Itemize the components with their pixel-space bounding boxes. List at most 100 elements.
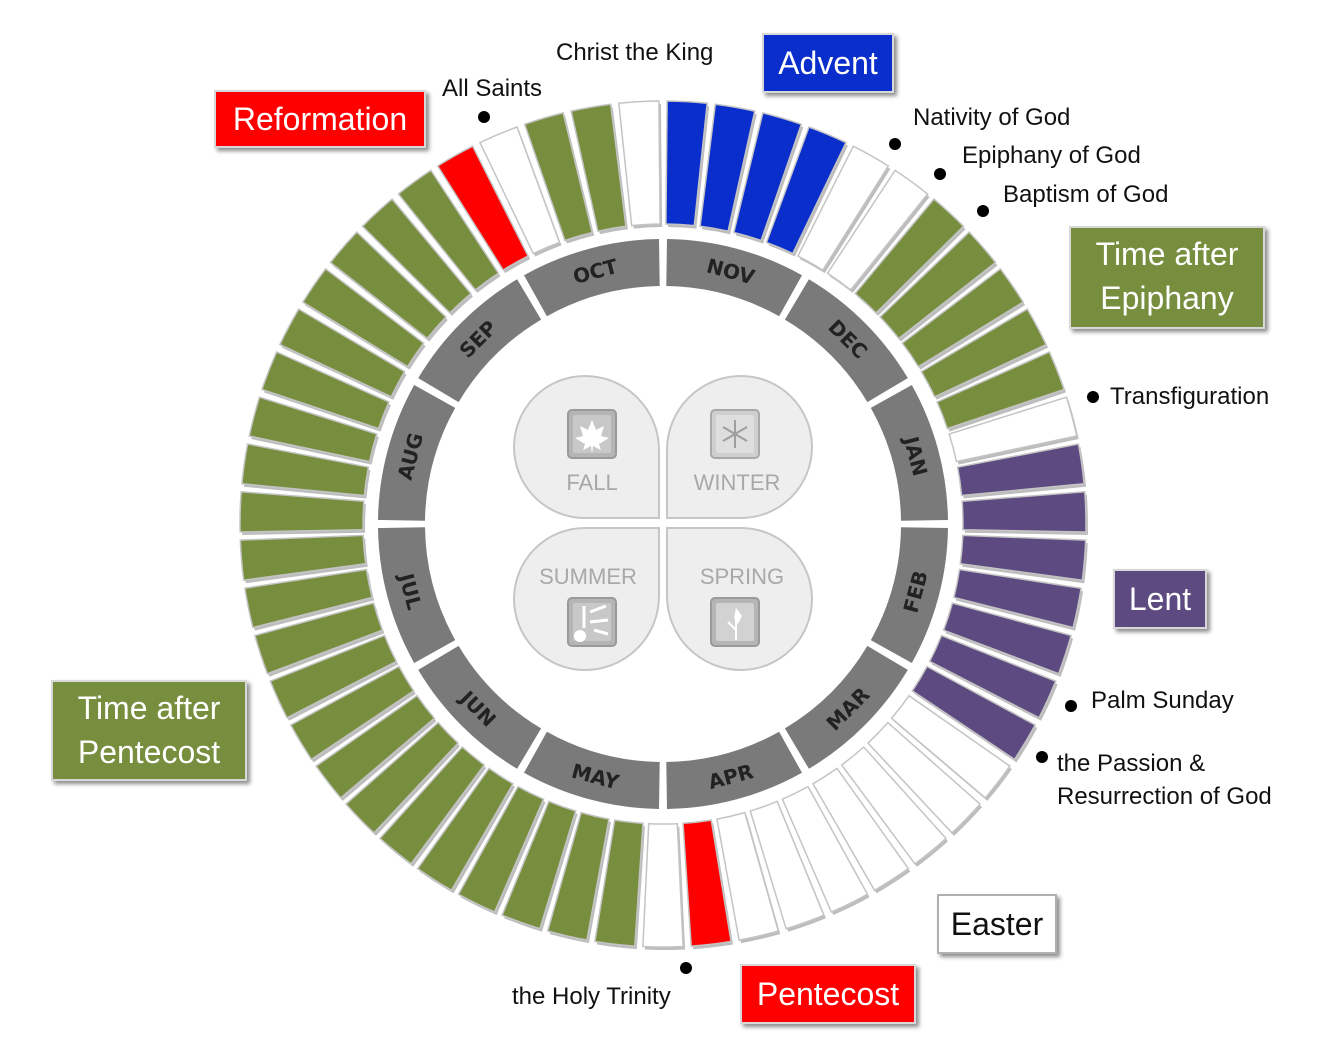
week-segments: [239, 100, 1088, 950]
snowflake-icon: [710, 409, 760, 459]
maple-leaf-icon: [567, 409, 617, 459]
season-fall: FALL: [566, 470, 617, 495]
week-segment-green: [879, 231, 997, 340]
week-segment-green: [570, 103, 627, 233]
season-spring: SPRING: [700, 564, 784, 589]
week-segment-purple: [959, 534, 1087, 582]
week-segment-white: [749, 800, 825, 930]
month-band-nov: [666, 239, 802, 317]
week-segment-green: [261, 351, 390, 430]
week-segment-green: [501, 800, 577, 930]
box-time-after-pentecost: Time after Pentecost: [51, 680, 247, 781]
week-segment-green: [239, 490, 365, 533]
holy-trinity-dot: [680, 962, 692, 974]
month-band-aug: [378, 385, 456, 521]
label-passion-line1: the Passion &: [1057, 750, 1206, 777]
week-segment-white: [716, 811, 780, 941]
week-segment-purple: [911, 665, 1037, 761]
flower-icon: [710, 597, 760, 647]
week-segment-white: [617, 100, 661, 227]
week-segment-red: [682, 819, 732, 947]
week-segment-green: [397, 169, 500, 291]
all-saints-dot: [478, 111, 490, 123]
week-segment-purple: [928, 634, 1057, 719]
month-band-oct: [524, 239, 660, 317]
week-segment-green: [361, 198, 472, 314]
month-band-may: [524, 731, 660, 809]
week-segment-green: [248, 396, 378, 463]
label-palm-sunday: Palm Sunday: [1091, 687, 1234, 714]
box-pentecost: Pentecost: [740, 964, 916, 1024]
month-band-dec: [784, 279, 908, 403]
week-segment-green: [239, 534, 367, 582]
box-advent: Advent: [762, 33, 894, 93]
week-segment-advent: [765, 126, 848, 255]
box-pentecost-time-line1: Time after: [77, 690, 221, 726]
week-segment-white: [796, 145, 890, 272]
transfiguration-dot: [1087, 391, 1099, 403]
month-band-jun: [418, 645, 542, 769]
box-advent-text: Advent: [778, 45, 878, 81]
week-segment-white: [890, 694, 1011, 799]
week-segment-advent: [732, 111, 803, 242]
label-holy-trinity: the Holy Trinity: [512, 983, 671, 1010]
month-band-jan: [870, 385, 948, 521]
week-segment-green: [244, 568, 374, 629]
label-all-saints: All Saints: [442, 75, 543, 102]
week-segment-green: [289, 665, 415, 761]
week-segment-purple: [956, 443, 1085, 497]
week-segment-green: [315, 694, 436, 799]
week-segment-white: [840, 745, 948, 865]
week-segment-green: [594, 819, 644, 947]
week-segment-white: [811, 767, 910, 892]
marker-dots: [478, 111, 1099, 974]
month-band-sep: [418, 279, 542, 403]
week-segment-purple: [942, 602, 1073, 675]
season-summer: SUMMER: [539, 564, 637, 589]
week-segment-green: [269, 634, 398, 719]
box-reformation-text: Reformation: [232, 101, 408, 137]
week-segment-green: [278, 308, 406, 398]
week-segment-white: [866, 721, 982, 834]
sun-icon: [567, 597, 617, 647]
box-easter: Easter: [937, 894, 1057, 954]
month-band-mar: [784, 645, 908, 769]
month-band-apr: [666, 731, 802, 809]
week-segment-purple: [961, 490, 1087, 533]
week-segment-green: [854, 198, 965, 314]
baptism-dot: [977, 205, 989, 217]
box-pentecost-text: Pentecost: [756, 976, 900, 1012]
week-segment-green: [378, 745, 486, 865]
week-segment-purple: [952, 568, 1082, 629]
nativity-dot: [889, 138, 901, 150]
week-segment-white: [478, 126, 561, 255]
week-segment-green: [936, 351, 1065, 430]
week-segment-advent: [665, 100, 709, 227]
label-baptism: Baptism of God: [1003, 181, 1169, 208]
week-segment-green: [457, 785, 545, 913]
week-segment-green: [901, 267, 1025, 368]
box-lent: Lent: [1113, 569, 1207, 629]
week-segment-green: [344, 721, 460, 834]
month-band-jul: [378, 527, 456, 663]
week-segment-red: [436, 145, 530, 272]
week-segment-white: [642, 822, 684, 948]
label-nativity: Nativity of God: [913, 104, 1071, 131]
box-pentecost-time-line2: Pentecost: [77, 734, 221, 771]
palm-sunday-dot: [1065, 700, 1077, 712]
label-christ-the-king: Christ the King: [556, 39, 714, 66]
label-epiphany: Epiphany of God: [962, 142, 1141, 169]
week-segment-green: [241, 443, 370, 497]
week-segment-white: [948, 396, 1078, 463]
week-segment-white: [826, 169, 929, 291]
box-reformation: Reformation: [214, 90, 426, 148]
box-epiphany-line1: Time after: [1095, 236, 1239, 272]
epiphany-dot: [934, 168, 946, 180]
season-winter: WINTER: [694, 470, 781, 495]
week-segment-green: [546, 811, 610, 941]
week-segment-green: [416, 767, 515, 892]
week-segment-advent: [699, 103, 756, 233]
week-segment-green: [523, 111, 594, 242]
week-segment-green: [920, 308, 1048, 398]
